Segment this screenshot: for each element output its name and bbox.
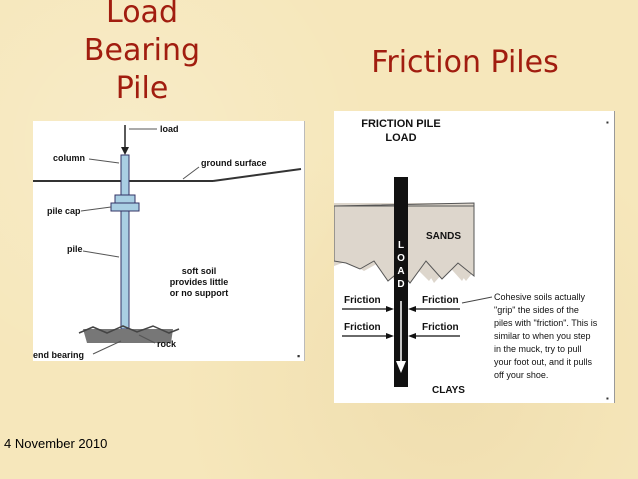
slide-date: 4 November 2010 (4, 436, 108, 451)
friction-arrowhead (386, 306, 394, 312)
load-letter: A (397, 266, 404, 277)
edge-marker: ▪ (606, 118, 609, 127)
leader-end-bearing (92, 340, 122, 355)
column (120, 154, 130, 196)
note-line: off your shoe. (494, 370, 548, 380)
edge-marker: ▪ (297, 351, 300, 361)
label-friction: Friction (344, 295, 381, 306)
label-friction: Friction (344, 322, 381, 333)
pile-cap-upper (114, 194, 136, 204)
friction-arrowhead (408, 333, 416, 339)
label-end-bearing: end bearing (33, 350, 84, 360)
slide-title-friction-piles: Friction Piles (371, 45, 559, 80)
leader-ground (182, 166, 200, 180)
load-arrowhead (121, 147, 129, 155)
title-line: Bearing (83, 33, 201, 68)
title-line: Pile (115, 71, 169, 106)
load-letter: O (397, 253, 405, 264)
note-line: Cohesive soils actually (494, 292, 586, 302)
load-letter: L (398, 240, 404, 251)
note-line: similar to when you step (494, 331, 591, 341)
friction-arrowhead (386, 333, 394, 339)
pile-shaft (120, 210, 130, 330)
note-line: your foot out, and it pulls (494, 357, 593, 367)
callout-line (461, 296, 493, 304)
friction-arrowhead (408, 306, 416, 312)
slide-title-load-bearing-pile: Load Bearing Pile (62, 0, 222, 108)
label-ground-surface: ground surface (201, 158, 267, 168)
note-line: "grip" the sides of the (494, 305, 579, 315)
header-friction-pile: FRICTION PILE (361, 118, 440, 130)
label-load: load (160, 124, 179, 134)
label-sands: SANDS (426, 231, 461, 242)
note-line: piles with "friction". This is (494, 318, 598, 328)
label-pile-cap: pile cap (47, 206, 81, 216)
label-friction: Friction (422, 322, 459, 333)
pile-cap (110, 202, 140, 212)
label-soft-soil: soft soil (182, 266, 217, 276)
header-load: LOAD (385, 132, 416, 144)
cohesive-note: Cohesive soils actually "grip" the sides… (494, 292, 598, 380)
title-line: Load (106, 0, 178, 30)
label-column: column (53, 153, 85, 163)
leader-pile-cap (80, 206, 112, 212)
friction-pile (394, 177, 408, 387)
note-line: in the muck, try to pull (494, 344, 582, 354)
load-bearing-pile-diagram: load column ground surface pile cap pile… (33, 121, 305, 361)
leader-rock (138, 334, 156, 344)
label-pile: pile (67, 244, 83, 254)
leader-pile (82, 250, 120, 258)
label-friction: Friction (422, 295, 459, 306)
label-clays: CLAYS (432, 385, 465, 396)
load-arrowhead (396, 361, 406, 373)
friction-pile-diagram: L O A D FRICTION PILE LOAD SANDS CLAYS F… (333, 111, 615, 403)
edge-marker: ▪ (606, 394, 609, 403)
label-soft-soil: provides little (170, 277, 229, 287)
friction-pile-svg: L O A D FRICTION PILE LOAD SANDS CLAYS F… (333, 118, 609, 403)
label-soft-soil: or no support (170, 288, 229, 298)
ground-surface-slope (212, 168, 302, 182)
label-rock: rock (157, 339, 177, 349)
load-letter: D (397, 279, 404, 290)
load-bearing-pile-svg: load column ground surface pile cap pile… (33, 124, 302, 361)
leader-column (88, 158, 120, 164)
rock-edge (78, 325, 180, 334)
